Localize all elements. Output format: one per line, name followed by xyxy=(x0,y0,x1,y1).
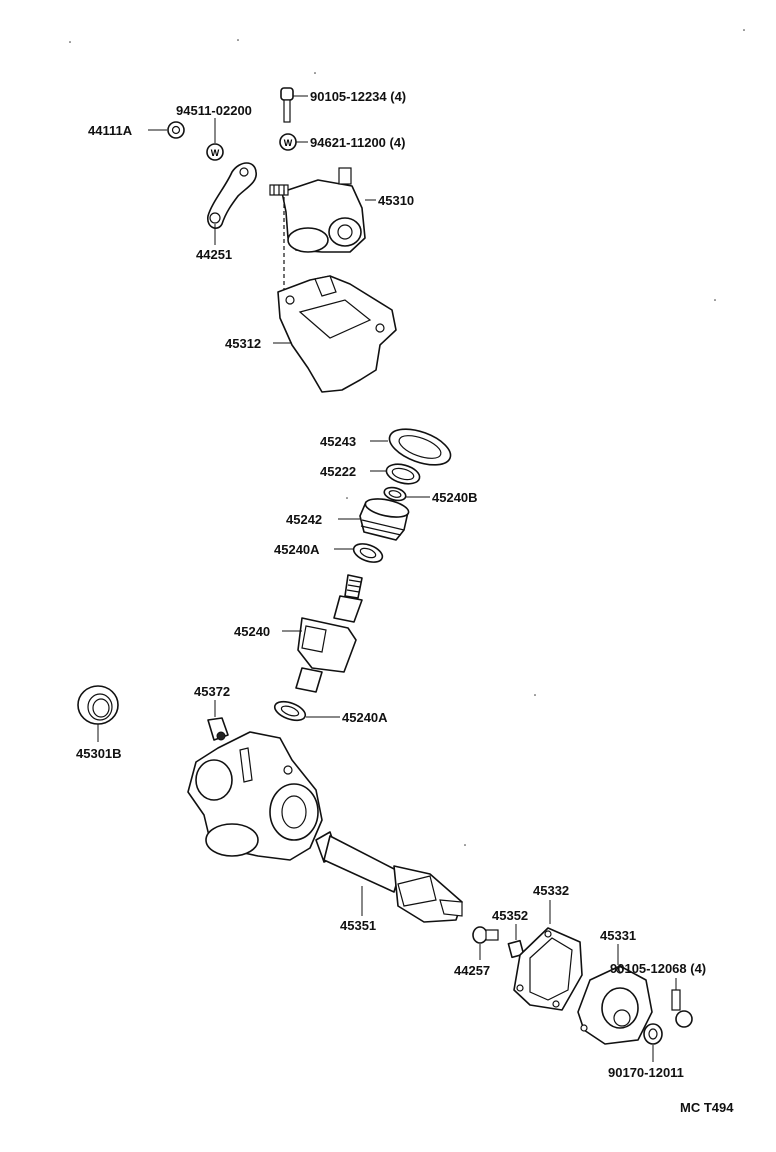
seal-45222: 45222 xyxy=(320,463,421,485)
label-45240b: 45240B xyxy=(432,490,478,505)
plug-45372: 45372 xyxy=(194,684,230,741)
washer-mark: W xyxy=(284,138,293,148)
oil-seal-45301b: 45301B xyxy=(76,685,122,761)
side-cover-45331: 45331 xyxy=(577,928,653,1045)
worm-shaft-45240: 45240 xyxy=(234,574,363,693)
bolt-90105-12234: 90105-12234 (4) xyxy=(280,87,406,123)
label-94511-02200: 94511-02200 xyxy=(176,103,252,118)
bearing-45240b: 45240B xyxy=(383,486,478,505)
label-90105-12068: 90105-12068 (4) xyxy=(610,961,706,976)
label-44257: 44257 xyxy=(454,963,490,978)
label-45332: 45332 xyxy=(533,883,569,898)
label-45351: 45351 xyxy=(340,918,376,933)
label-45372: 45372 xyxy=(194,684,230,699)
bolt-90105-12068: 90105-12068 (4) xyxy=(610,961,706,1028)
label-94621-11200: 94621-11200 (4) xyxy=(310,135,405,150)
sector-shaft-45351: 45351 xyxy=(315,831,463,933)
washer-94621-11200: W 94621-11200 (4) xyxy=(279,133,405,151)
nut-44111a: 44111A xyxy=(88,121,185,139)
label-90170-12011: 90170-12011 xyxy=(608,1065,684,1080)
label-45312: 45312 xyxy=(225,336,261,351)
lock-nut-45243: 45243 xyxy=(320,428,452,466)
nut-90170-12011: 90170-12011 xyxy=(608,1023,684,1080)
label-45331: 45331 xyxy=(600,928,636,943)
bearing-45240a-upper: 45240A xyxy=(274,542,384,563)
bolt-44257: 44257 xyxy=(454,926,499,978)
diagram-code: MC T494 xyxy=(680,1100,734,1115)
bracket-45312: 45312 xyxy=(225,275,397,393)
label-45240: 45240 xyxy=(234,624,270,639)
label-45240a-upper: 45240A xyxy=(274,542,320,557)
label-90105-12234: 90105-12234 (4) xyxy=(310,89,406,104)
pitman-arm-44251: 44251 xyxy=(196,162,257,262)
label-44111a: 44111A xyxy=(88,123,133,138)
bearing-45240a-lower: 45240A xyxy=(273,700,388,725)
label-44251: 44251 xyxy=(196,247,232,262)
adjusting-screw-45242: 45242 xyxy=(286,498,410,541)
label-45222: 45222 xyxy=(320,464,356,479)
shim-45352: 45352 xyxy=(492,908,528,959)
label-45352: 45352 xyxy=(492,908,528,923)
speckles xyxy=(69,29,745,846)
label-45242: 45242 xyxy=(286,512,322,527)
gasket-45332: 45332 xyxy=(513,883,583,1011)
gear-housing xyxy=(187,731,323,861)
washer-mark: W xyxy=(211,148,220,158)
label-45301b: 45301B xyxy=(76,746,122,761)
gear-assembly-45310: 45310 xyxy=(269,167,414,253)
label-45243: 45243 xyxy=(320,434,356,449)
label-45240a-lower: 45240A xyxy=(342,710,388,725)
label-45310: 45310 xyxy=(378,193,414,208)
washer-94511-02200: 94511-02200 W xyxy=(176,103,252,161)
